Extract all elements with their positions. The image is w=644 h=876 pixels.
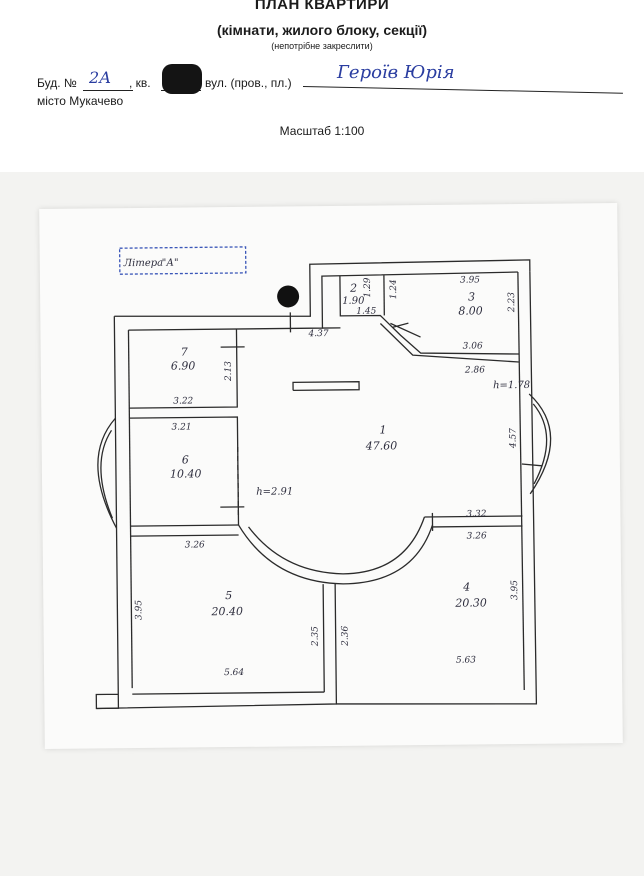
dim-16: 5.64 [224,668,244,678]
outer-wall-top [114,259,531,317]
wall-room-7 [129,328,238,409]
room-4-area: 20.30 [454,596,487,609]
apartment-label: , кв. [129,76,151,90]
floor-plan-sheet: Літера "А" 1 47.60 2 1.90 3 8.00 4 20.30… [39,202,623,750]
room-1-area: 47.60 [365,439,398,452]
dim-5: 3.95 [460,275,480,285]
room-6-area: 10.40 [170,467,202,480]
scale-label: Масштаб 1:100 [279,124,365,138]
dim-18: 3.26 [185,540,205,550]
room-4-number: 4 [462,581,470,594]
dim-3: 1.29 [363,277,373,297]
room-3-area: 8.00 [458,304,483,317]
floor-plan: Літера "А" 1 47.60 2 1.90 3 8.00 4 20.30… [95,246,552,710]
address-line: Буд. № 2А , кв. вул. (пров., пл.) Героїв… [37,62,627,94]
height-side: h=1.78 [493,380,530,391]
wall-room-5-top [130,534,239,537]
height-main: h=2.91 [256,486,293,497]
hall-curve-inner [248,516,426,575]
hall-curve-outer [237,524,434,585]
street-value: Героїв Юрія [337,62,455,83]
building-label: Буд. № [37,76,77,90]
wall-room-5-4 [322,583,337,693]
bay-left-inner [100,429,114,519]
document-title: ПЛАН КВАРТИРИ [254,0,390,13]
inner-wall-left [127,330,133,689]
dim-20: 3.22 [173,396,193,406]
bay-right-outer [528,393,552,495]
dim-1: 4.37 [307,329,328,339]
wall-room-4-top-b [432,525,523,528]
wall-room-3-bottom [379,323,519,363]
document-subtitle: (кімнати, жилого блоку, секції) [216,22,428,38]
building-number: 2А [89,68,112,87]
outer-wall-right [336,271,538,705]
city-label: місто Мукачево [37,94,124,108]
dim-7: 3.06 [463,341,483,351]
bay-left-outer [97,417,118,529]
inner-wall-right [517,272,525,690]
dim-14: 2.36 [341,625,351,646]
room-2-number: 2 [349,282,357,295]
redaction-mark [162,64,202,94]
dim-11: 3.26 [467,531,487,541]
inner-wall-bottom [132,691,325,695]
room-1-number: 1 [379,423,386,436]
dim-15: 2.35 [311,626,321,647]
wall-room-6 [129,416,240,525]
outer-wall-bottom [96,691,338,710]
room-6-number: 6 [182,453,189,466]
room-3-number: 3 [468,290,475,303]
stamp-label: Літера [123,258,163,269]
dim-13: 5.63 [456,655,476,665]
wall-room-6-bottom [130,524,239,527]
outer-wall-left [95,316,120,710]
stamp-value: "А" [162,258,179,269]
document-note: (непотрібне закреслити) [271,41,373,51]
room-7-number: 7 [181,345,188,358]
room-2-area: 1.90 [342,296,365,307]
bay-right-inner [532,403,548,485]
document-header: ПЛАН КВАРТИРИ (кімнати, жилого блоку, се… [0,0,644,172]
dashed-wall [237,446,240,517]
dim-12: 3.95 [510,580,520,600]
door-ticks [220,312,542,531]
room-5-area: 20.40 [210,605,243,618]
dim-19: 3.21 [171,422,191,432]
dim-8: 2.86 [464,365,485,375]
street-label: вул. (пров., пл.) [205,76,292,90]
stamp-box [118,246,247,275]
inner-wall-top [128,271,518,331]
dim-6: 2.23 [507,292,517,313]
niche [292,381,360,392]
dim-21: 2.13 [224,361,234,382]
dim-2: 1.45 [356,307,376,317]
dim-4: 1.24 [389,279,399,299]
dim-9: 4.57 [509,428,519,449]
dim-10: 3.32 [466,509,486,519]
street-underline [302,86,623,94]
black-dot [277,285,300,308]
wall-room-4-top [424,515,523,518]
wall-rooms-2-3 [322,275,519,355]
building-underline [83,90,133,91]
dim-17: 3.95 [134,600,144,620]
room-7-area: 6.90 [171,359,196,372]
room-5-number: 5 [225,589,232,602]
